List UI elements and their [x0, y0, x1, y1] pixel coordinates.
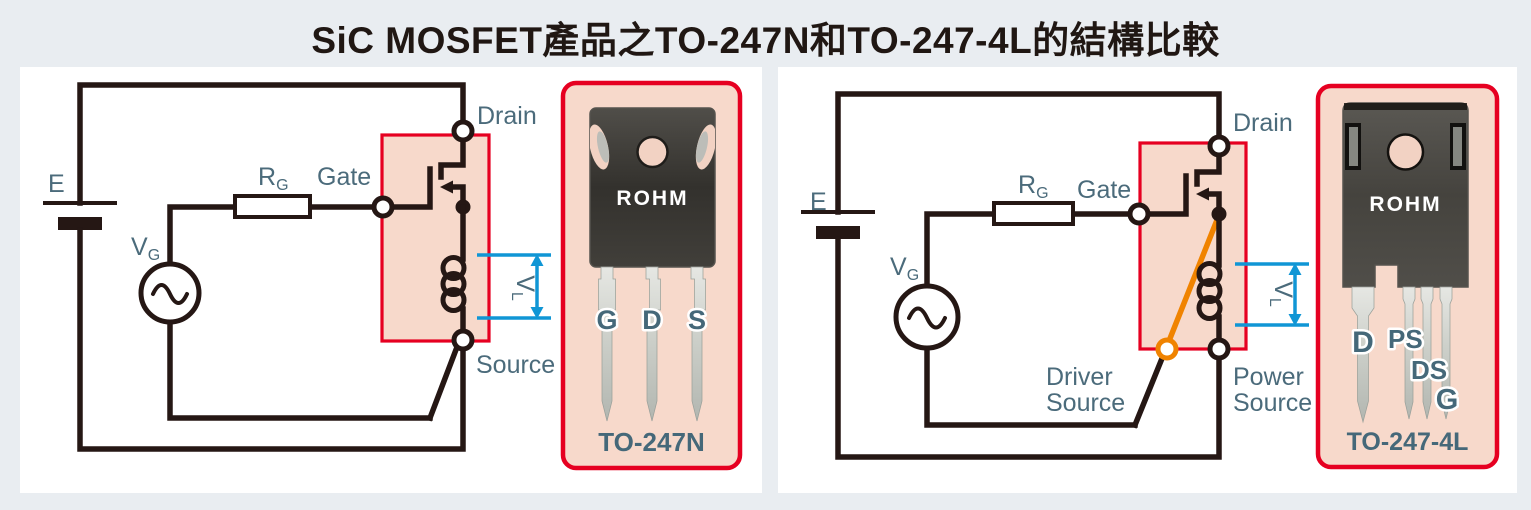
driver-source-terminal — [1155, 337, 1179, 361]
gate-label: Gate — [317, 163, 371, 191]
drain-label: Drain — [1233, 109, 1293, 137]
pin-label-ds: DS — [1411, 355, 1447, 385]
drain-terminal — [1207, 134, 1231, 158]
power-source-label-line1: Power — [1233, 363, 1304, 391]
return-wire — [77, 227, 466, 452]
gate-drive-wire — [924, 211, 1133, 289]
vl-label: VL — [508, 275, 539, 301]
package-name: TO-247N — [598, 427, 704, 457]
gate-return-wire — [924, 345, 1138, 428]
vg-label: VG — [890, 253, 919, 284]
inductor-symbol — [1196, 211, 1223, 343]
pin-label-g: G — [596, 305, 617, 335]
power-loop-wire — [77, 82, 466, 206]
gate-drive-wire — [167, 204, 377, 267]
vl-measure: VL — [1235, 262, 1309, 327]
drain-label: Drain — [477, 102, 537, 130]
package-name: TO-247-4L — [1347, 428, 1469, 456]
gate-label: Gate — [1077, 176, 1131, 204]
gate-terminal — [1127, 202, 1151, 226]
circuit-to247-4l: VL E VG RG Gate Drain Driver Source Powe… — [801, 83, 1500, 470]
rg-label: RG — [1018, 171, 1049, 202]
battery-label: E — [48, 170, 65, 198]
left-slot-highlight — [1349, 127, 1358, 166]
mosfet-highlight-box — [1138, 141, 1248, 351]
pin-label-ps: PS — [1388, 324, 1423, 354]
to247n-package-card: ROHM G D S TO-247N — [560, 80, 743, 471]
pin-driver-source — [1420, 286, 1434, 420]
circuit-to247n: VL E VG RG Gate Drain Source ROHM G D S … — [43, 80, 743, 471]
power-loop-wire — [835, 91, 1222, 215]
source-kelvin-wire — [426, 343, 461, 422]
drain-terminal — [451, 119, 475, 143]
driver-source-label-line1: Driver — [1046, 363, 1113, 391]
battery-minus-plate — [58, 217, 102, 230]
mosfet-arrow-icon — [440, 180, 453, 194]
panel-to247-4l: VL E VG RG Gate Drain Driver Source Powe… — [778, 67, 1517, 493]
driver-source-wire — [1131, 352, 1167, 429]
mosfet-symbol — [389, 137, 471, 215]
body-top-edge — [1344, 103, 1467, 110]
gate-return-wire — [167, 320, 433, 421]
pin-drain — [1351, 286, 1375, 424]
sine-wave-icon — [907, 306, 947, 330]
vl-measure: VL — [477, 253, 551, 320]
right-slot-highlight — [1453, 127, 1462, 166]
vl-label: VL — [1266, 281, 1297, 307]
gate-resistor — [992, 201, 1075, 226]
pin-label-d: D — [642, 305, 662, 335]
gate-terminal — [371, 195, 395, 219]
pin-label-d: D — [1352, 326, 1374, 359]
rohm-logo: ROHM — [616, 187, 688, 210]
pin-label-s: S — [688, 305, 706, 335]
pin-power-source — [1402, 286, 1416, 420]
sine-wave-icon — [151, 283, 189, 305]
panel-to247n: VL E VG RG Gate Drain Source ROHM G D S … — [20, 67, 762, 493]
mounting-hole — [636, 135, 669, 169]
battery-minus-plate — [816, 226, 860, 239]
rohm-logo: ROHM — [1369, 193, 1441, 216]
power-source-label-line2: Source — [1233, 389, 1312, 417]
driver-source-label-line2: Source — [1046, 389, 1125, 417]
kelvin-orange-wire — [1166, 212, 1222, 344]
to247-4l-package-card: ROHM D PS DS G TO-247-4L — [1315, 83, 1500, 470]
pin-gate — [598, 266, 616, 422]
pin-source — [690, 266, 706, 422]
source-terminal — [451, 328, 475, 352]
battery-label: E — [810, 188, 827, 216]
vg-label: VG — [131, 233, 160, 264]
left-wing-highlight — [596, 131, 610, 163]
mosfet-highlight-box — [380, 133, 491, 343]
power-source-terminal — [1207, 337, 1231, 361]
return-wire — [835, 236, 1222, 460]
mosfet-arrow-icon — [1196, 187, 1209, 201]
inductor-symbol — [440, 204, 467, 335]
rg-label: RG — [258, 163, 289, 194]
mounting-hole — [1386, 133, 1425, 171]
pin-label-g: G — [1436, 384, 1459, 416]
page-title: SiC MOSFET產品之TO-247N和TO-247-4L的結構比較 — [311, 20, 1220, 61]
source-label: Source — [476, 351, 555, 379]
right-wing-highlight — [695, 131, 709, 163]
gate-resistor — [233, 194, 312, 219]
pin-gate — [1439, 286, 1453, 420]
pin-drain — [645, 266, 661, 422]
